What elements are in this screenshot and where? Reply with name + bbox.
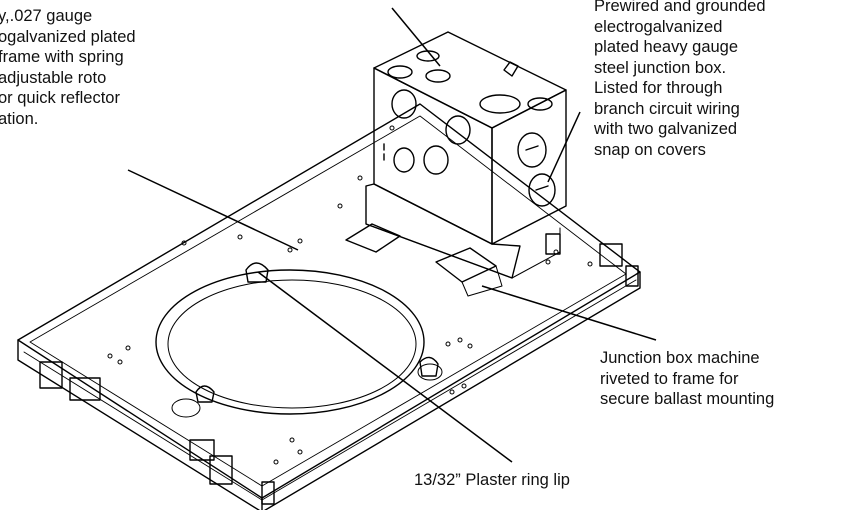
junction-box-callout-line: electrogalvanized bbox=[594, 17, 723, 36]
junction-box-callout-line: plated heavy gauge bbox=[594, 38, 739, 56]
rivet-callout-line: Junction box machine bbox=[600, 349, 760, 367]
junction-box-callout-line: Prewired and grounded bbox=[594, 0, 766, 15]
junction-box-callout-line: branch circuit wiring bbox=[594, 99, 740, 118]
junction-box-callout-line: snap on covers bbox=[594, 140, 706, 159]
rivet-callout-line: secure ballast mounting bbox=[600, 390, 775, 408]
frame-callout-line: ogalvanized plated bbox=[0, 27, 136, 46]
leader-top-knockout bbox=[391, 7, 441, 67]
plaster-ring bbox=[155, 262, 443, 418]
rivet-callout: Junction box machine riveted to frame fo… bbox=[600, 348, 774, 410]
leader-plaster-ring bbox=[257, 271, 513, 463]
frame-callout-line: ation. bbox=[0, 109, 39, 128]
frame-callout-line: frame with spring bbox=[0, 48, 124, 66]
junction-box-callout-line: steel junction box. bbox=[594, 58, 727, 77]
leader-junction-box bbox=[547, 111, 581, 183]
junction-box-callout-line: Listed for through bbox=[594, 79, 723, 97]
junction-box bbox=[345, 31, 567, 297]
frame-callout-line: or quick reflector bbox=[0, 89, 120, 107]
frame-callout-line: adjustable roto bbox=[0, 68, 107, 87]
frame-callout-line: y,.027 gauge bbox=[0, 7, 93, 25]
plaster-ring-callout: 13/32” Plaster ring lip bbox=[414, 470, 570, 491]
leader-rivet bbox=[481, 285, 657, 341]
junction-box-callout: Prewired and grounded electrogalvanized … bbox=[594, 0, 766, 160]
mounting-frame bbox=[17, 103, 641, 510]
rivet-callout-line: riveted to frame for bbox=[600, 369, 739, 388]
junction-box-callout-line: with two galvanized bbox=[594, 120, 738, 138]
frame-callout: y,.027 gauge ogalvanized plated frame wi… bbox=[0, 6, 136, 129]
leader-lines bbox=[127, 7, 657, 463]
plaster-ring-callout-line: 13/32” Plaster ring lip bbox=[414, 471, 570, 489]
leader-frame bbox=[127, 169, 299, 251]
